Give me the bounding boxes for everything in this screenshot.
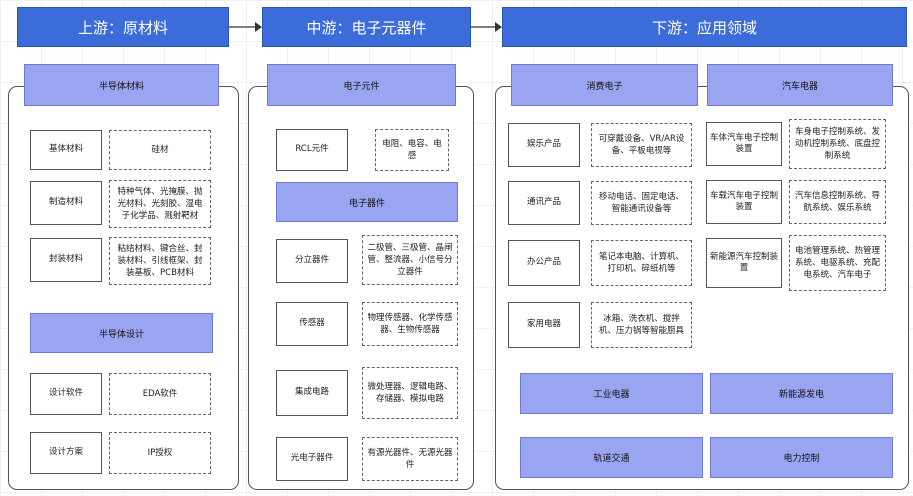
consumer-detail: 笔记本电脑、计算机、打印机、碎纸机等 (591, 240, 692, 286)
consumer-label: 家用电器 (508, 302, 580, 348)
device-detail: 物理传感器、化学传感器、生物传感器 (362, 302, 458, 346)
material-label: 制造材料 (30, 181, 102, 225)
device-label: 传感器 (276, 302, 348, 346)
field-new-energy-generation: 新能源发电 (710, 373, 893, 414)
arrow-upstream-to-midstream (229, 22, 262, 32)
device-detail: 二极管、三极管、晶闸管、整流器、小信号分立器件 (362, 235, 458, 285)
design-label: 设计软件 (30, 373, 102, 415)
auto-detail: 车身电子控制系统、发动机控制系统、底盘控制系统 (789, 119, 886, 169)
design-detail: IP授权 (109, 432, 211, 474)
component-label: RCL元件 (276, 129, 348, 171)
field-rail-transit: 轨道交通 (520, 437, 703, 478)
header-upstream: 上游：原材料 (17, 7, 229, 47)
auto-detail: 电池管理系统、热管理系统、电驱系统、充配电系统、汽车电子 (789, 235, 886, 291)
consumer-label: 办公产品 (508, 240, 580, 286)
section-electronic-components: 电子元件 (267, 64, 456, 106)
section-electronic-devices: 电子器件 (276, 182, 458, 222)
section-consumer-electronics: 消费电子 (511, 64, 698, 106)
field-industrial-electrics: 工业电器 (520, 373, 703, 414)
auto-label: 车体汽车电子控制装置 (706, 122, 782, 166)
design-detail: EDA软件 (109, 373, 211, 415)
section-automotive-electronics: 汽车电器 (707, 64, 893, 106)
design-label: 设计方案 (30, 432, 102, 474)
device-label: 分立器件 (276, 239, 348, 283)
auto-label: 车载汽车电子控制装置 (706, 180, 782, 224)
device-label: 光电子器件 (276, 437, 348, 481)
material-detail: 特种气体、光掩膜、抛光材料、光刻胶、湿电子化学品、溅射靶材 (109, 180, 211, 228)
consumer-label: 娱乐产品 (508, 123, 580, 167)
consumer-detail: 可穿戴设备、VR/AR设备、平板电视等 (591, 123, 692, 167)
arrow-midstream-to-downstream (471, 22, 502, 32)
consumer-label: 通讯产品 (508, 181, 580, 225)
device-detail: 有源光器件、无源光器件 (362, 437, 458, 481)
auto-label: 新能源汽车控制装置 (706, 238, 782, 288)
auto-detail: 汽车信息控制系统、导航系统、娱乐系统 (789, 180, 886, 224)
material-label: 基体材料 (30, 130, 102, 170)
consumer-detail: 移动电话、固定电话、智能通讯设备等 (591, 181, 692, 225)
field-power-control: 电力控制 (710, 437, 893, 478)
header-midstream: 中游：电子元器件 (262, 7, 471, 47)
material-detail: 硅材 (109, 130, 211, 170)
device-label: 集成电路 (276, 370, 348, 416)
device-detail: 微处理器、逻辑电路、存储器、模拟电路 (362, 367, 458, 419)
section-semiconductor-materials: 半导体材料 (24, 64, 219, 106)
component-detail: 电阻、电容、电感 (375, 129, 449, 171)
section-semiconductor-design: 半导体设计 (30, 313, 213, 353)
header-downstream: 下游：应用领域 (502, 7, 907, 47)
consumer-detail: 冰箱、洗衣机、搅拌机、压力锅等智能厨具 (591, 302, 692, 348)
material-label: 封装材料 (30, 238, 102, 282)
material-detail: 粘结材料、键合丝、封装材料、引线框架、封装基板、PCB材料 (109, 237, 211, 285)
